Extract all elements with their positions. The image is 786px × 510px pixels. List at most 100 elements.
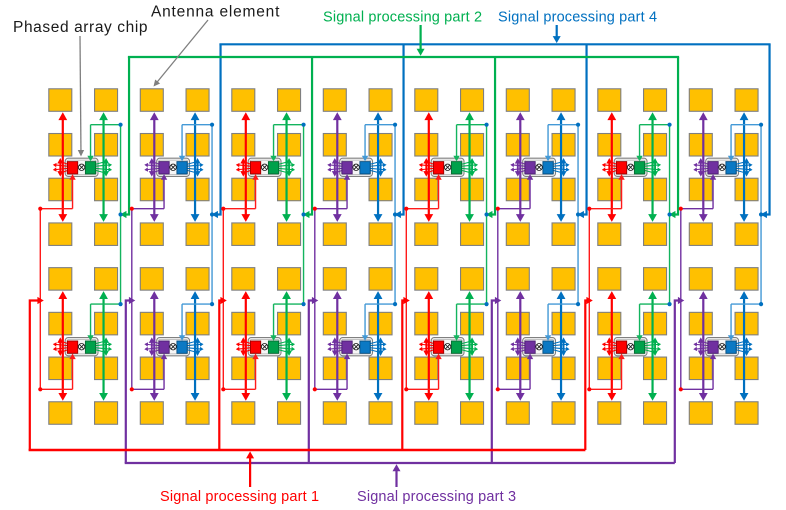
bus-riser-purple xyxy=(128,296,136,305)
die-fanout xyxy=(108,346,113,352)
antenna-element xyxy=(185,267,210,291)
die-fanout xyxy=(643,340,656,345)
die-blue xyxy=(542,161,554,175)
antenna-element xyxy=(642,177,668,202)
antenna-element xyxy=(276,311,302,336)
antenna-element xyxy=(185,88,210,112)
mixer-icon xyxy=(77,343,86,351)
antenna-element xyxy=(459,401,485,425)
junction-dot xyxy=(484,212,489,217)
bus-feed-green xyxy=(270,335,277,341)
die-blue xyxy=(359,340,371,354)
die-fanout xyxy=(512,347,526,350)
die-fanout xyxy=(369,347,385,350)
antenna-element xyxy=(368,222,393,246)
die-fanout xyxy=(735,164,751,167)
die-fanout xyxy=(186,160,198,166)
die-fanout xyxy=(94,347,110,350)
antenna-feed-arrow-red xyxy=(58,291,68,299)
antenna-element xyxy=(734,222,759,246)
antenna-element xyxy=(322,222,347,246)
antenna-element xyxy=(414,267,439,291)
die-fanout xyxy=(693,342,698,347)
antenna-feed-arrow-purple xyxy=(149,214,159,222)
junction-dot xyxy=(484,302,489,307)
die-fanout xyxy=(238,164,252,167)
antenna-element xyxy=(185,356,210,381)
die-fanout xyxy=(327,342,332,347)
junction-dot xyxy=(312,387,317,392)
die-fanout xyxy=(146,164,160,167)
bus-drop-blue xyxy=(581,44,588,216)
die-blue xyxy=(359,161,371,175)
antenna-element xyxy=(48,88,73,112)
die-fanout xyxy=(643,164,659,167)
antenna-element xyxy=(94,356,119,381)
antenna-element xyxy=(185,132,210,157)
die-fanout xyxy=(552,160,564,166)
mixer-icon xyxy=(626,163,635,171)
bus-feed-blue xyxy=(361,335,369,341)
die-purple xyxy=(524,161,536,175)
antenna-element xyxy=(688,311,713,336)
junction-dot xyxy=(678,206,683,211)
die-green xyxy=(633,340,646,354)
die-fanout xyxy=(552,347,568,350)
antenna-feed-arrow-blue xyxy=(373,291,383,299)
label-antenna-element: Antenna element xyxy=(151,4,280,21)
die-fanout xyxy=(382,162,387,168)
bus-riser-red xyxy=(401,299,405,450)
antenna-element xyxy=(734,401,759,425)
antenna-element xyxy=(642,311,668,336)
label-phased-array-chip: Phased array chip xyxy=(13,19,148,36)
die-fanout xyxy=(735,348,747,354)
junction-dot xyxy=(392,212,398,217)
antenna-element xyxy=(185,222,210,246)
die-green xyxy=(450,340,463,354)
die-purple xyxy=(158,161,170,175)
antenna-element xyxy=(48,222,73,246)
antenna-element xyxy=(551,267,576,291)
bus-drop-green xyxy=(669,210,676,219)
antenna-element-leader xyxy=(153,79,161,87)
antenna-feed-arrow-green xyxy=(648,291,657,299)
bus-drop-blue xyxy=(760,210,767,219)
die-fanout xyxy=(108,167,113,172)
antenna-element xyxy=(276,88,302,112)
die-fanout xyxy=(421,343,435,347)
die-fanout xyxy=(460,348,473,354)
junction-dot xyxy=(495,387,500,392)
junction-dot xyxy=(667,122,672,127)
die-fanout xyxy=(510,167,515,172)
antenna-element xyxy=(276,401,302,425)
antenna-feed-arrow-purple xyxy=(332,214,342,222)
bus-feed-purple xyxy=(526,353,534,360)
die-fanout xyxy=(146,347,160,350)
antenna-element xyxy=(139,311,164,336)
die-fanout xyxy=(186,340,198,345)
antenna-element xyxy=(231,311,256,336)
die-fanout xyxy=(601,162,606,168)
label-signal-processing-part-2: Signal processing part 2 xyxy=(323,10,482,26)
antenna-element xyxy=(642,356,668,381)
bus-feed-blue xyxy=(178,155,186,162)
bus-feed-purple xyxy=(709,174,717,180)
die-fanout xyxy=(418,167,423,172)
antenna-element xyxy=(414,356,439,381)
antenna-element xyxy=(48,132,73,157)
antenna-feed-arrow-purple xyxy=(698,214,708,222)
die-fanout xyxy=(695,347,709,350)
label-signal-processing-part-1: Signal processing part 1 xyxy=(160,489,319,505)
die-fanout xyxy=(186,343,202,347)
die-fanout xyxy=(369,348,381,354)
die-fanout xyxy=(460,169,473,174)
antenna-element xyxy=(551,132,576,157)
die-fanout xyxy=(748,342,753,347)
die-fanout xyxy=(277,160,290,166)
antenna-feed-arrow-blue xyxy=(190,291,200,299)
antenna-feed-arrow-red xyxy=(241,214,251,222)
antenna-element xyxy=(459,132,485,157)
antenna-feed-arrow-red xyxy=(607,392,617,401)
label-arrow-part-3 xyxy=(392,464,401,472)
die-fanout xyxy=(199,342,204,347)
